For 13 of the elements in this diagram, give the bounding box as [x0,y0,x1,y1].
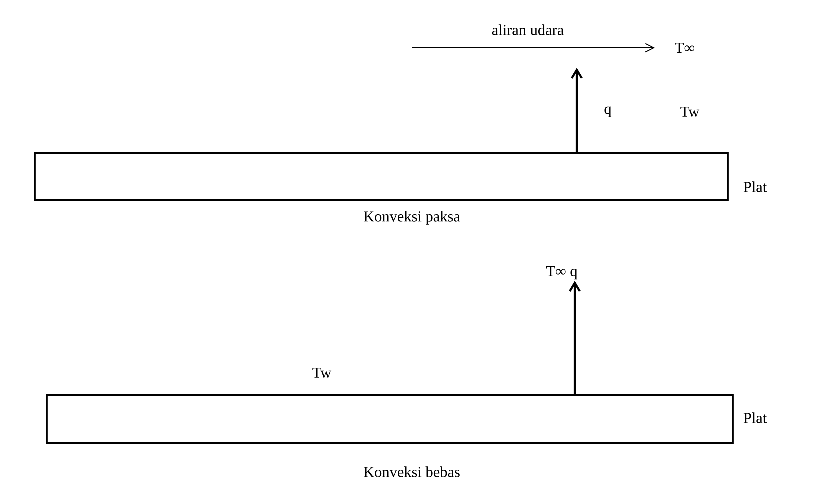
plate-box [34,152,729,201]
symbol-label: Tw [312,368,332,378]
symbol-label: T∞ q [546,266,578,280]
caption: Konveksi bebas [364,466,460,478]
heat-flow-arrow [569,281,581,394]
symbol-label: Tw [680,106,700,118]
heat-flow-arrow [571,68,583,152]
symbol-label: q [604,106,612,118]
symbol-label: T∞ [675,43,694,53]
flow-label: aliran udara [492,24,564,36]
plate-label: Plat [744,182,767,192]
plate-box [46,394,734,444]
plate-label: Plat [744,412,767,424]
